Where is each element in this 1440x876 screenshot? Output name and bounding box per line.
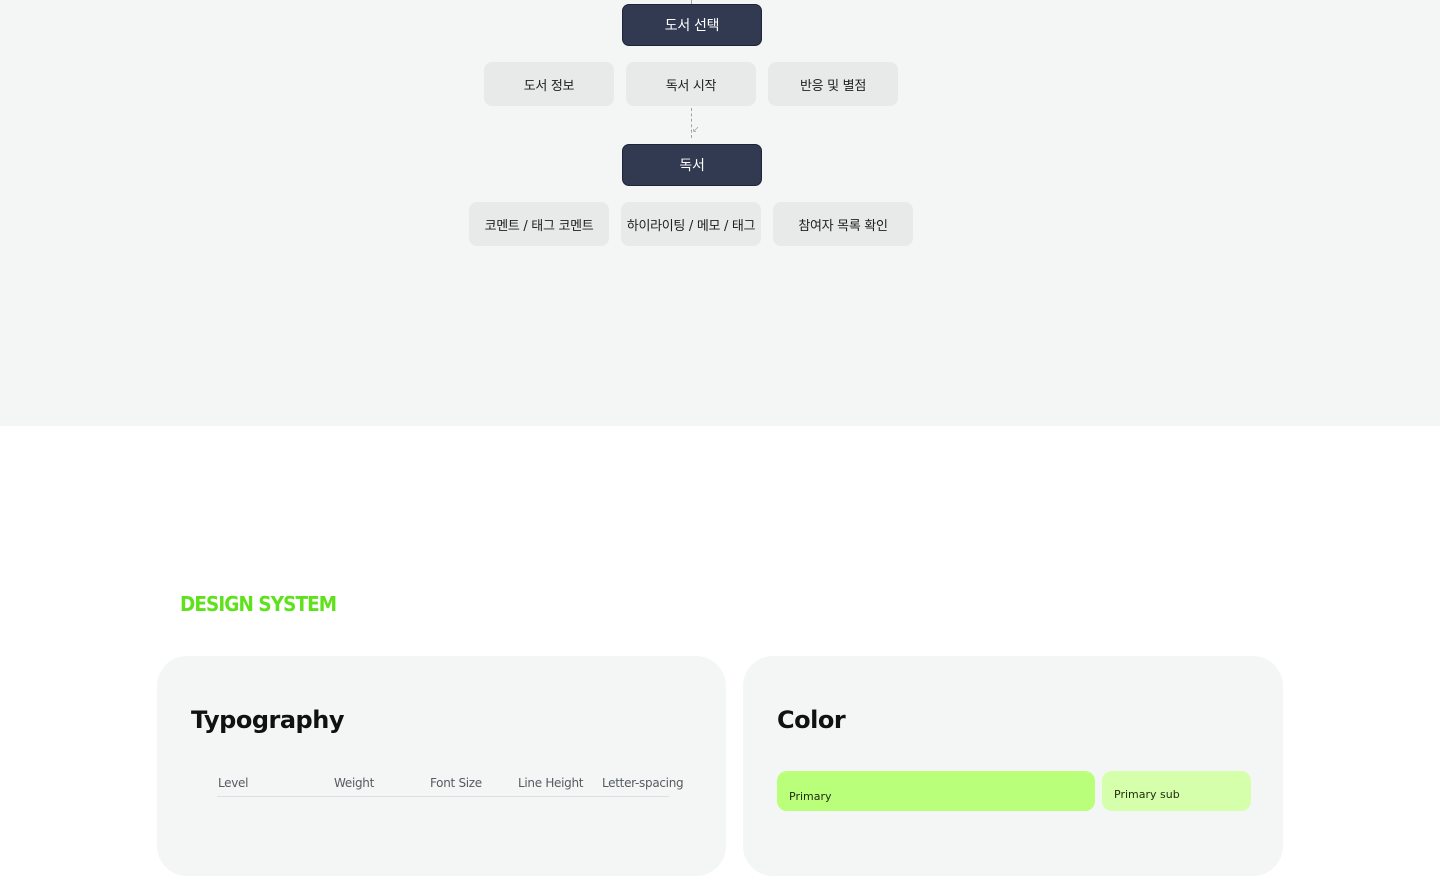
connector-line-top	[691, 0, 692, 4]
flow-node-start-reading: 독서 시작	[626, 62, 756, 106]
color-swatch-primary-sub: Primary sub	[1102, 771, 1251, 811]
typography-card: Typography Level Weight Font Size Line H…	[157, 656, 726, 876]
connector-line-middle	[691, 108, 692, 138]
column-header-line-height: Line Height	[518, 776, 584, 790]
connector-arrowhead: ↙	[692, 125, 700, 135]
table-header-divider	[217, 796, 669, 797]
color-card: Color Primary Primary sub	[743, 656, 1283, 876]
typography-title: Typography	[191, 706, 344, 734]
flow-node-reading: 독서	[622, 144, 762, 186]
swatch-label-primary-sub: Primary sub	[1114, 788, 1180, 801]
flow-node-participants: 참여자 목록 확인	[773, 202, 913, 246]
column-header-level: Level	[218, 776, 249, 790]
flow-node-reaction-rating: 반응 및 별점	[768, 62, 898, 106]
column-header-weight: Weight	[334, 776, 375, 790]
design-system-heading: DESIGN SYSTEM	[180, 592, 337, 616]
flow-node-comment-tag: 코멘트 / 태그 코멘트	[469, 202, 609, 246]
column-header-font-size: Font Size	[430, 776, 482, 790]
flow-node-highlight-memo-tag: 하이라이팅 / 메모 / 태그	[621, 202, 761, 246]
flow-node-book-info: 도서 정보	[484, 62, 614, 106]
column-header-letter-spacing: Letter-spacing	[602, 776, 684, 790]
color-title: Color	[777, 706, 846, 734]
swatch-label-primary: Primary	[789, 790, 832, 803]
flow-node-book-select: 도서 선택	[622, 4, 762, 46]
flowchart-section: 도서 선택 도서 정보 독서 시작 반응 및 별점 ↙ 독서 코멘트 / 태그 …	[0, 0, 1440, 426]
color-swatch-primary: Primary	[777, 771, 1095, 811]
